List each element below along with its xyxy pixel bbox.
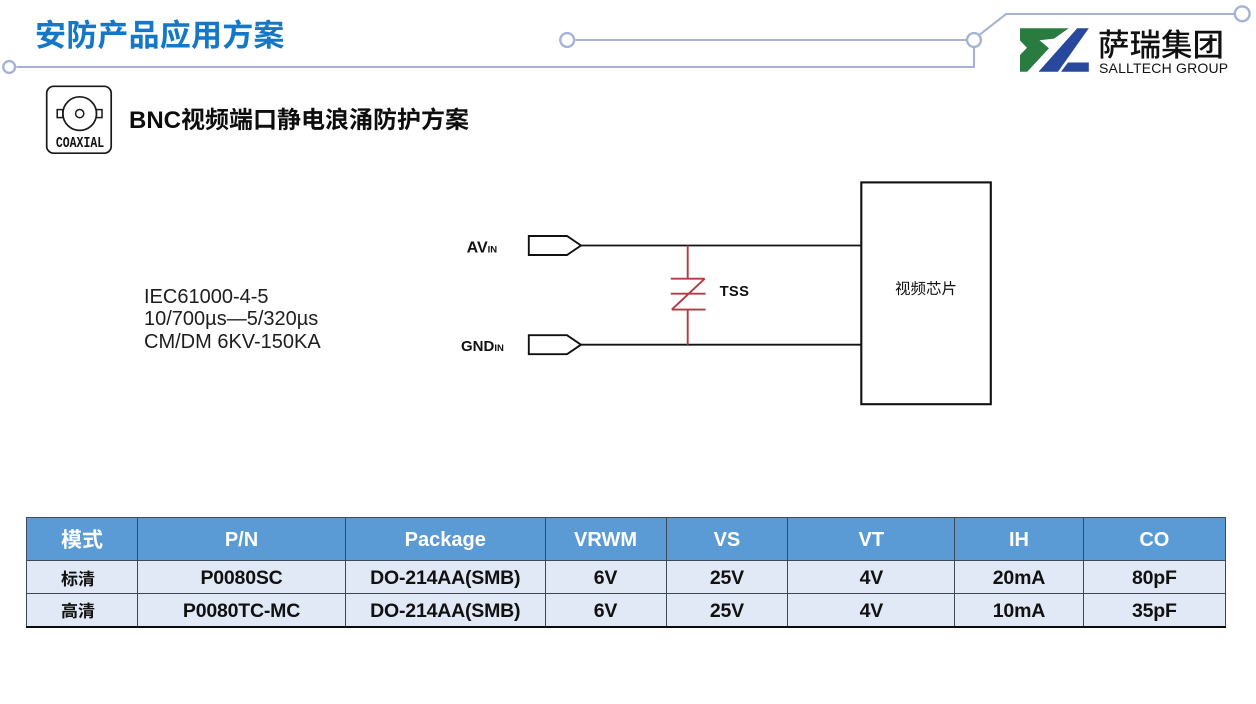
svg-text:TSS: TSS (720, 284, 750, 300)
svg-text:视频芯片: 视频芯片 (895, 280, 957, 298)
svg-text:GNDIN: GNDIN (461, 338, 504, 355)
svg-text:COAXIAL: COAXIAL (56, 135, 104, 152)
svg-text:AVIN: AVIN (467, 240, 498, 257)
